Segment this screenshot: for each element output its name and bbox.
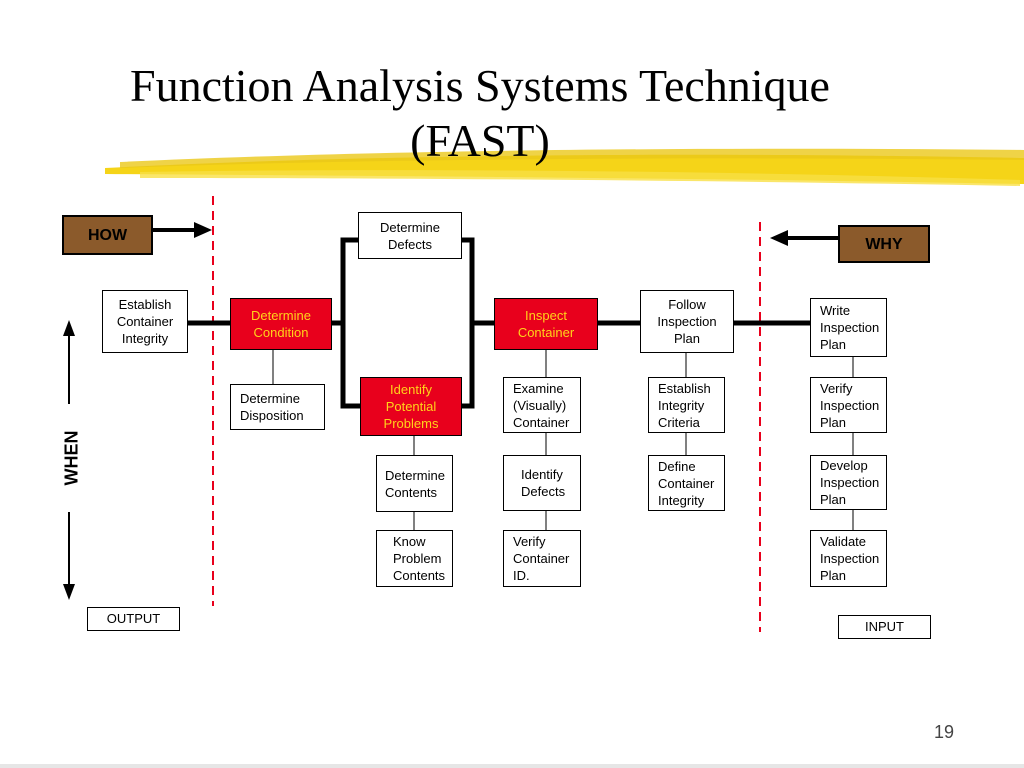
box-validate-inspection-plan: Validate Inspection Plan bbox=[810, 530, 887, 587]
and-bracket-left bbox=[340, 237, 360, 409]
when-arrow-down bbox=[63, 584, 75, 600]
box-establish-container-integrity: Establish Container Integrity bbox=[102, 290, 188, 353]
box-write-inspection-plan: Write Inspection Plan bbox=[810, 298, 887, 357]
box-verify-container-id: Verify Container ID. bbox=[503, 530, 581, 587]
input-box: INPUT bbox=[838, 615, 931, 639]
box-know-problem-contents: Know Problem Contents bbox=[376, 530, 453, 587]
box-examine-visually-container: Examine (Visually) Container bbox=[503, 377, 581, 433]
box-develop-inspection-plan: Develop Inspection Plan bbox=[810, 455, 887, 510]
how-label: HOW bbox=[62, 215, 153, 255]
box-determine-disposition: Determine Disposition bbox=[230, 384, 325, 430]
slide-title: Function Analysis Systems Technique (FAS… bbox=[0, 58, 960, 168]
and-bracket-right bbox=[462, 237, 475, 409]
box-inspect-container: Inspect Container bbox=[494, 298, 598, 350]
title-line-1: Function Analysis Systems Technique bbox=[130, 60, 830, 111]
box-identify-defects: Identify Defects bbox=[503, 455, 581, 511]
box-identify-potential-problems: Identify Potential Problems bbox=[360, 377, 462, 436]
title-highlight-swash bbox=[105, 148, 1024, 186]
footer-divider bbox=[0, 764, 1024, 768]
box-determine-defects: Determine Defects bbox=[358, 212, 462, 259]
why-arrow-head bbox=[770, 230, 788, 246]
when-label: WHEN bbox=[61, 430, 82, 486]
box-follow-inspection-plan: Follow Inspection Plan bbox=[640, 290, 734, 353]
box-determine-condition: Determine Condition bbox=[230, 298, 332, 350]
box-verify-inspection-plan: Verify Inspection Plan bbox=[810, 377, 887, 433]
box-define-container-integrity: Define Container Integrity bbox=[648, 455, 725, 511]
output-box: OUTPUT bbox=[87, 607, 180, 631]
title-line-2: (FAST) bbox=[410, 115, 550, 166]
box-establish-integrity-criteria: Establish Integrity Criteria bbox=[648, 377, 725, 433]
when-arrow-up bbox=[63, 320, 75, 336]
page-number: 19 bbox=[934, 722, 955, 742]
why-label: WHY bbox=[838, 225, 930, 263]
box-determine-contents: Determine Contents bbox=[376, 455, 453, 512]
how-arrow-head bbox=[194, 222, 212, 238]
